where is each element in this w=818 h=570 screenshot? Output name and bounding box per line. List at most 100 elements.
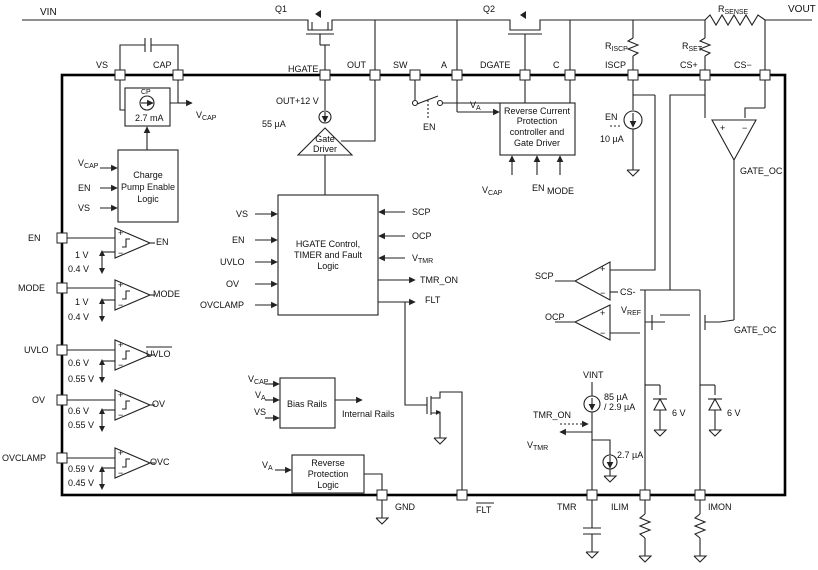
cp-current: 2.7 mA bbox=[135, 113, 164, 123]
svg-text:Charge: Charge bbox=[133, 170, 163, 180]
q1-label: Q1 bbox=[275, 4, 287, 14]
external-capacitor bbox=[119, 38, 179, 75]
iscp-current: 10 µA bbox=[600, 134, 624, 144]
bias-rails: Bias Rails VCAP VA VS Internal Rails bbox=[248, 374, 395, 429]
svg-text:UVLO: UVLO bbox=[220, 257, 245, 267]
ocp-out: OCP bbox=[545, 312, 565, 322]
gd-current: 55 µA bbox=[262, 119, 286, 129]
svg-text:1 V: 1 V bbox=[75, 297, 89, 307]
svg-text:0.6 V: 0.6 V bbox=[68, 358, 89, 368]
svg-text:VCAP: VCAP bbox=[78, 158, 99, 170]
vcap-out-sub: CAP bbox=[202, 115, 217, 122]
vcap-out: V bbox=[196, 110, 202, 120]
svg-text:0.55 V: 0.55 V bbox=[68, 374, 94, 384]
svg-text:VCAP: VCAP bbox=[248, 374, 269, 386]
bottom-pins: GND FLT TMR ILIM IMON bbox=[375, 489, 732, 563]
svg-text:Logic: Logic bbox=[317, 480, 339, 490]
svg-text:HGATE Control,: HGATE Control, bbox=[296, 239, 360, 249]
svg-text:+: + bbox=[118, 390, 123, 400]
rsense-resistor: RSENSE bbox=[704, 4, 766, 27]
svg-text:−: − bbox=[118, 248, 123, 258]
svg-text:0.4 V: 0.4 V bbox=[68, 312, 89, 322]
bias-out: Internal Rails bbox=[342, 409, 395, 419]
svg-text:controller and: controller and bbox=[510, 127, 565, 137]
svg-text:VTMR: VTMR bbox=[527, 440, 548, 452]
svg-text:OV: OV bbox=[226, 279, 239, 289]
svg-text:TIMER and Fault: TIMER and Fault bbox=[294, 250, 363, 260]
svg-text:0.45 V: 0.45 V bbox=[68, 478, 94, 488]
rc-va: V bbox=[470, 100, 476, 110]
pin-gnd: GND bbox=[395, 502, 416, 512]
rset-label: R bbox=[682, 41, 689, 51]
svg-text:RISCP: RISCP bbox=[605, 41, 628, 53]
svg-text:−: − bbox=[118, 360, 123, 370]
scp-in: CS- bbox=[620, 287, 636, 297]
zener1-label: 6 V bbox=[672, 408, 686, 418]
svg-text:EN: EN bbox=[232, 235, 245, 245]
svg-text:Protection: Protection bbox=[517, 116, 558, 126]
q2-label: Q2 bbox=[483, 4, 495, 14]
comparator-ov: OV + − OV 0.6 V 0.55 V bbox=[32, 389, 165, 432]
top-pins: VS CAP HGATE OUT SW A DGATE C ISCP CS+ C… bbox=[96, 60, 771, 81]
ocp-comparator: OCP + − VREF bbox=[545, 304, 641, 341]
svg-text:VA: VA bbox=[470, 100, 481, 112]
mirror-gate-oc: GATE_OC bbox=[734, 325, 777, 335]
svg-text:Gate: Gate bbox=[315, 134, 335, 144]
current-sense-amp: + − GATE_OC bbox=[669, 80, 783, 320]
svg-text:RSET: RSET bbox=[682, 41, 703, 53]
rset-sub: SET bbox=[689, 46, 703, 53]
cs-gate-oc: GATE_OC bbox=[740, 166, 783, 176]
vout-label: VOUT bbox=[788, 4, 816, 15]
pin-hgate: HGATE bbox=[288, 64, 318, 74]
cpe-en: EN bbox=[78, 183, 91, 193]
svg-text:85 µA: 85 µA bbox=[604, 392, 628, 402]
q1-mosfet: Q1 bbox=[275, 4, 340, 46]
pin-ov: OV bbox=[32, 395, 45, 405]
svg-text:+: + bbox=[118, 340, 123, 350]
svg-text:+: + bbox=[600, 264, 605, 274]
svg-text:0.6 V: 0.6 V bbox=[68, 406, 89, 416]
bias-label: Bias Rails bbox=[287, 399, 328, 409]
iscp-source: EN 10 µA bbox=[600, 80, 656, 271]
timer-block: VINT 85 µA / 2.9 µA TMR_ON VTMR 2.7 µA bbox=[527, 370, 643, 495]
svg-text:2.7 µA: 2.7 µA bbox=[617, 450, 643, 460]
comparator-ovclamp: OVCLAMP + − OVC 0.59 V 0.45 V bbox=[2, 447, 170, 490]
pin-c: C bbox=[553, 60, 560, 70]
svg-text:−: − bbox=[118, 300, 123, 310]
svg-text:−: − bbox=[600, 288, 605, 298]
svg-text:+: + bbox=[600, 308, 605, 318]
svg-text:Gate Driver: Gate Driver bbox=[514, 138, 560, 148]
rsense-sub: SENSE bbox=[725, 9, 749, 16]
svg-text:FLT: FLT bbox=[425, 295, 441, 305]
svg-text:−: − bbox=[600, 328, 605, 338]
svg-text:Logic: Logic bbox=[317, 261, 339, 271]
svg-text:VCAP: VCAP bbox=[196, 110, 217, 122]
pin-mode: MODE bbox=[18, 283, 45, 293]
svg-text:VS: VS bbox=[236, 209, 248, 219]
svg-text:VCAP: VCAP bbox=[482, 185, 503, 197]
svg-text:+: + bbox=[118, 280, 123, 290]
charge-pump-box bbox=[124, 87, 171, 127]
timer-vint: VINT bbox=[583, 370, 604, 380]
reverse-protection-logic: Reverse Protection Logic VA bbox=[262, 454, 383, 495]
pin-cs-minus: CS− bbox=[734, 60, 752, 70]
current-mirror: GATE_OC 6 V 6 V bbox=[640, 289, 777, 495]
timer-tmr-on: TMR_ON bbox=[533, 410, 571, 420]
pin-ovclamp: OVCLAMP bbox=[2, 453, 46, 463]
svg-text:0.55 V: 0.55 V bbox=[68, 420, 94, 430]
svg-text:Pump Enable: Pump Enable bbox=[121, 182, 175, 192]
scp-comparator: SCP + − CS- bbox=[535, 261, 636, 301]
svg-text:VA: VA bbox=[255, 390, 266, 402]
comparator-uvlo: UVLO + − UVLO 0.6 V 0.55 V bbox=[24, 339, 172, 384]
iscp-en: EN bbox=[605, 112, 618, 122]
pin-sw: SW bbox=[393, 60, 408, 70]
svg-text:Reverse: Reverse bbox=[311, 458, 345, 468]
svg-text:OVC: OVC bbox=[150, 457, 170, 467]
flt-fet bbox=[426, 391, 463, 495]
svg-text:Logic: Logic bbox=[137, 194, 159, 204]
pin-a: A bbox=[441, 60, 447, 70]
svg-text:+: + bbox=[118, 448, 123, 458]
svg-text:RSENSE: RSENSE bbox=[718, 4, 749, 16]
riscp-label: R bbox=[605, 41, 612, 51]
